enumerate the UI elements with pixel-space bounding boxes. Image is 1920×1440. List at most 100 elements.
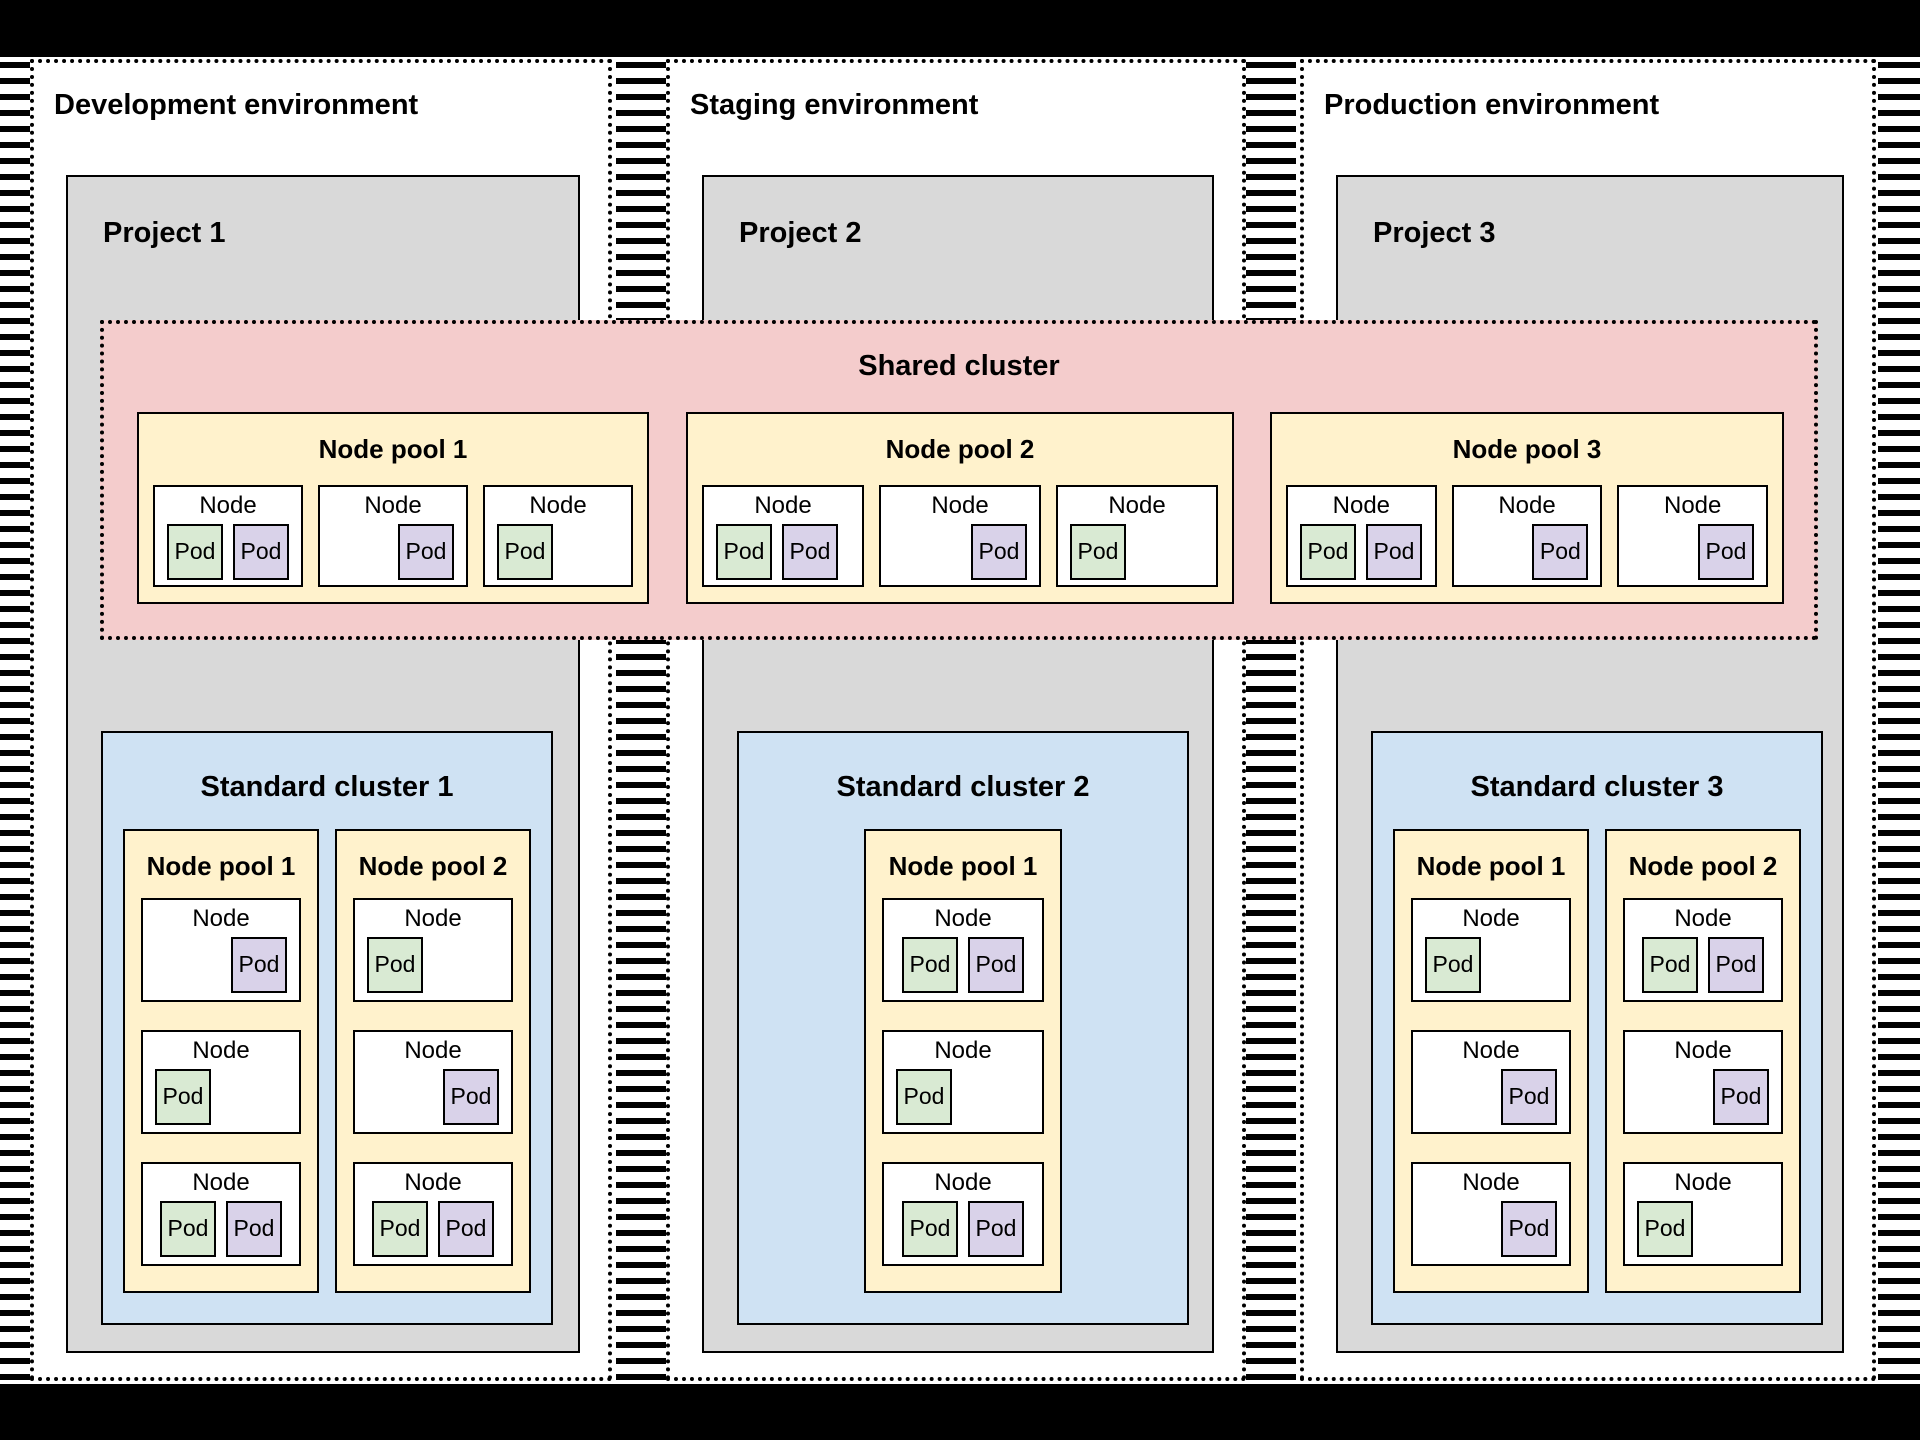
environment-staging: Staging environment Project 2 Standard c… xyxy=(666,59,1246,1381)
node-label: Node xyxy=(404,1037,462,1064)
cluster-title: Standard cluster 1 xyxy=(200,771,454,803)
pod-green: Pod xyxy=(497,523,553,580)
environment-title: Development environment xyxy=(54,89,419,121)
pod-green: Pod xyxy=(367,936,423,993)
bottom-frame-bar xyxy=(0,1384,1920,1440)
pod-purple: Pod xyxy=(968,1200,1024,1257)
pod-purple: Pod xyxy=(971,523,1027,580)
environment-development: Development environment Project 1 Standa… xyxy=(30,59,612,1381)
node-pool-label: Node pool 1 xyxy=(318,434,468,464)
pod-list: Pod xyxy=(332,523,454,580)
node-label: Node xyxy=(199,492,257,519)
pod-green: Pod xyxy=(167,523,223,580)
node-label: Node xyxy=(1663,492,1722,519)
pod-green: Pod xyxy=(1070,523,1126,580)
pod-purple: Pod xyxy=(438,1200,494,1257)
pod-list: Pod xyxy=(1425,1200,1557,1257)
node-label: Node xyxy=(1674,1037,1732,1064)
cluster-title: Standard cluster 3 xyxy=(1470,771,1724,803)
pod-purple: Pod xyxy=(1532,523,1589,580)
node-label: Node xyxy=(364,492,422,519)
node-label: Node xyxy=(1498,492,1556,519)
pod-list: Pod xyxy=(1637,1200,1769,1257)
node-label: Node xyxy=(1462,905,1520,932)
pod-list: Pod xyxy=(1070,523,1204,580)
node-label: Node xyxy=(404,1169,462,1196)
environment-title: Production environment xyxy=(1324,89,1660,121)
pod-purple: Pod xyxy=(1501,1068,1557,1125)
pod-list: Pod xyxy=(1631,523,1755,580)
project-title: Project 2 xyxy=(739,217,862,249)
pod-green: Pod xyxy=(716,523,772,580)
node-label: Node xyxy=(192,1169,250,1196)
pod-purple: Pod xyxy=(782,523,838,580)
node-label: Node xyxy=(1108,492,1166,519)
node-label: Node xyxy=(192,905,250,932)
pod-list: Pod xyxy=(896,1068,1030,1125)
pod-green: Pod xyxy=(155,1068,211,1125)
node-label: Node xyxy=(934,1037,992,1064)
pod-purple: Pod xyxy=(226,1200,282,1257)
pod-green: Pod xyxy=(372,1200,428,1257)
pod-list: Pod xyxy=(155,936,287,993)
node-label: Node xyxy=(1462,1037,1520,1064)
project-title: Project 3 xyxy=(1373,217,1496,249)
node-pool-label: Node pool 2 xyxy=(885,434,1035,464)
pod-list: Pod xyxy=(1466,523,1589,580)
pod-purple: Pod xyxy=(398,523,454,580)
node-label: Node xyxy=(1332,492,1391,519)
pod-purple: Pod xyxy=(443,1068,499,1125)
pod-green: Pod xyxy=(1300,523,1356,580)
node-label: Node xyxy=(529,492,587,519)
pod-list: Pod xyxy=(1637,1068,1769,1125)
hatch-separator-right xyxy=(1878,57,1920,1384)
pod-green: Pod xyxy=(1642,936,1698,993)
node-pool-label: Node pool 3 xyxy=(1452,434,1602,464)
hatch-separator-staging-production xyxy=(1246,57,1296,1384)
top-frame-bar xyxy=(0,0,1920,57)
node-pool-label: Node pool 1 xyxy=(146,851,296,881)
node-label: Node xyxy=(1674,1169,1732,1196)
pod-green: Pod xyxy=(1637,1200,1693,1257)
hatch-separator-dev-staging xyxy=(616,57,666,1384)
node-label: Node xyxy=(404,905,462,932)
pod-green: Pod xyxy=(902,936,958,993)
pod-purple: Pod xyxy=(1501,1200,1557,1257)
cluster-title: Standard cluster 2 xyxy=(836,771,1090,803)
